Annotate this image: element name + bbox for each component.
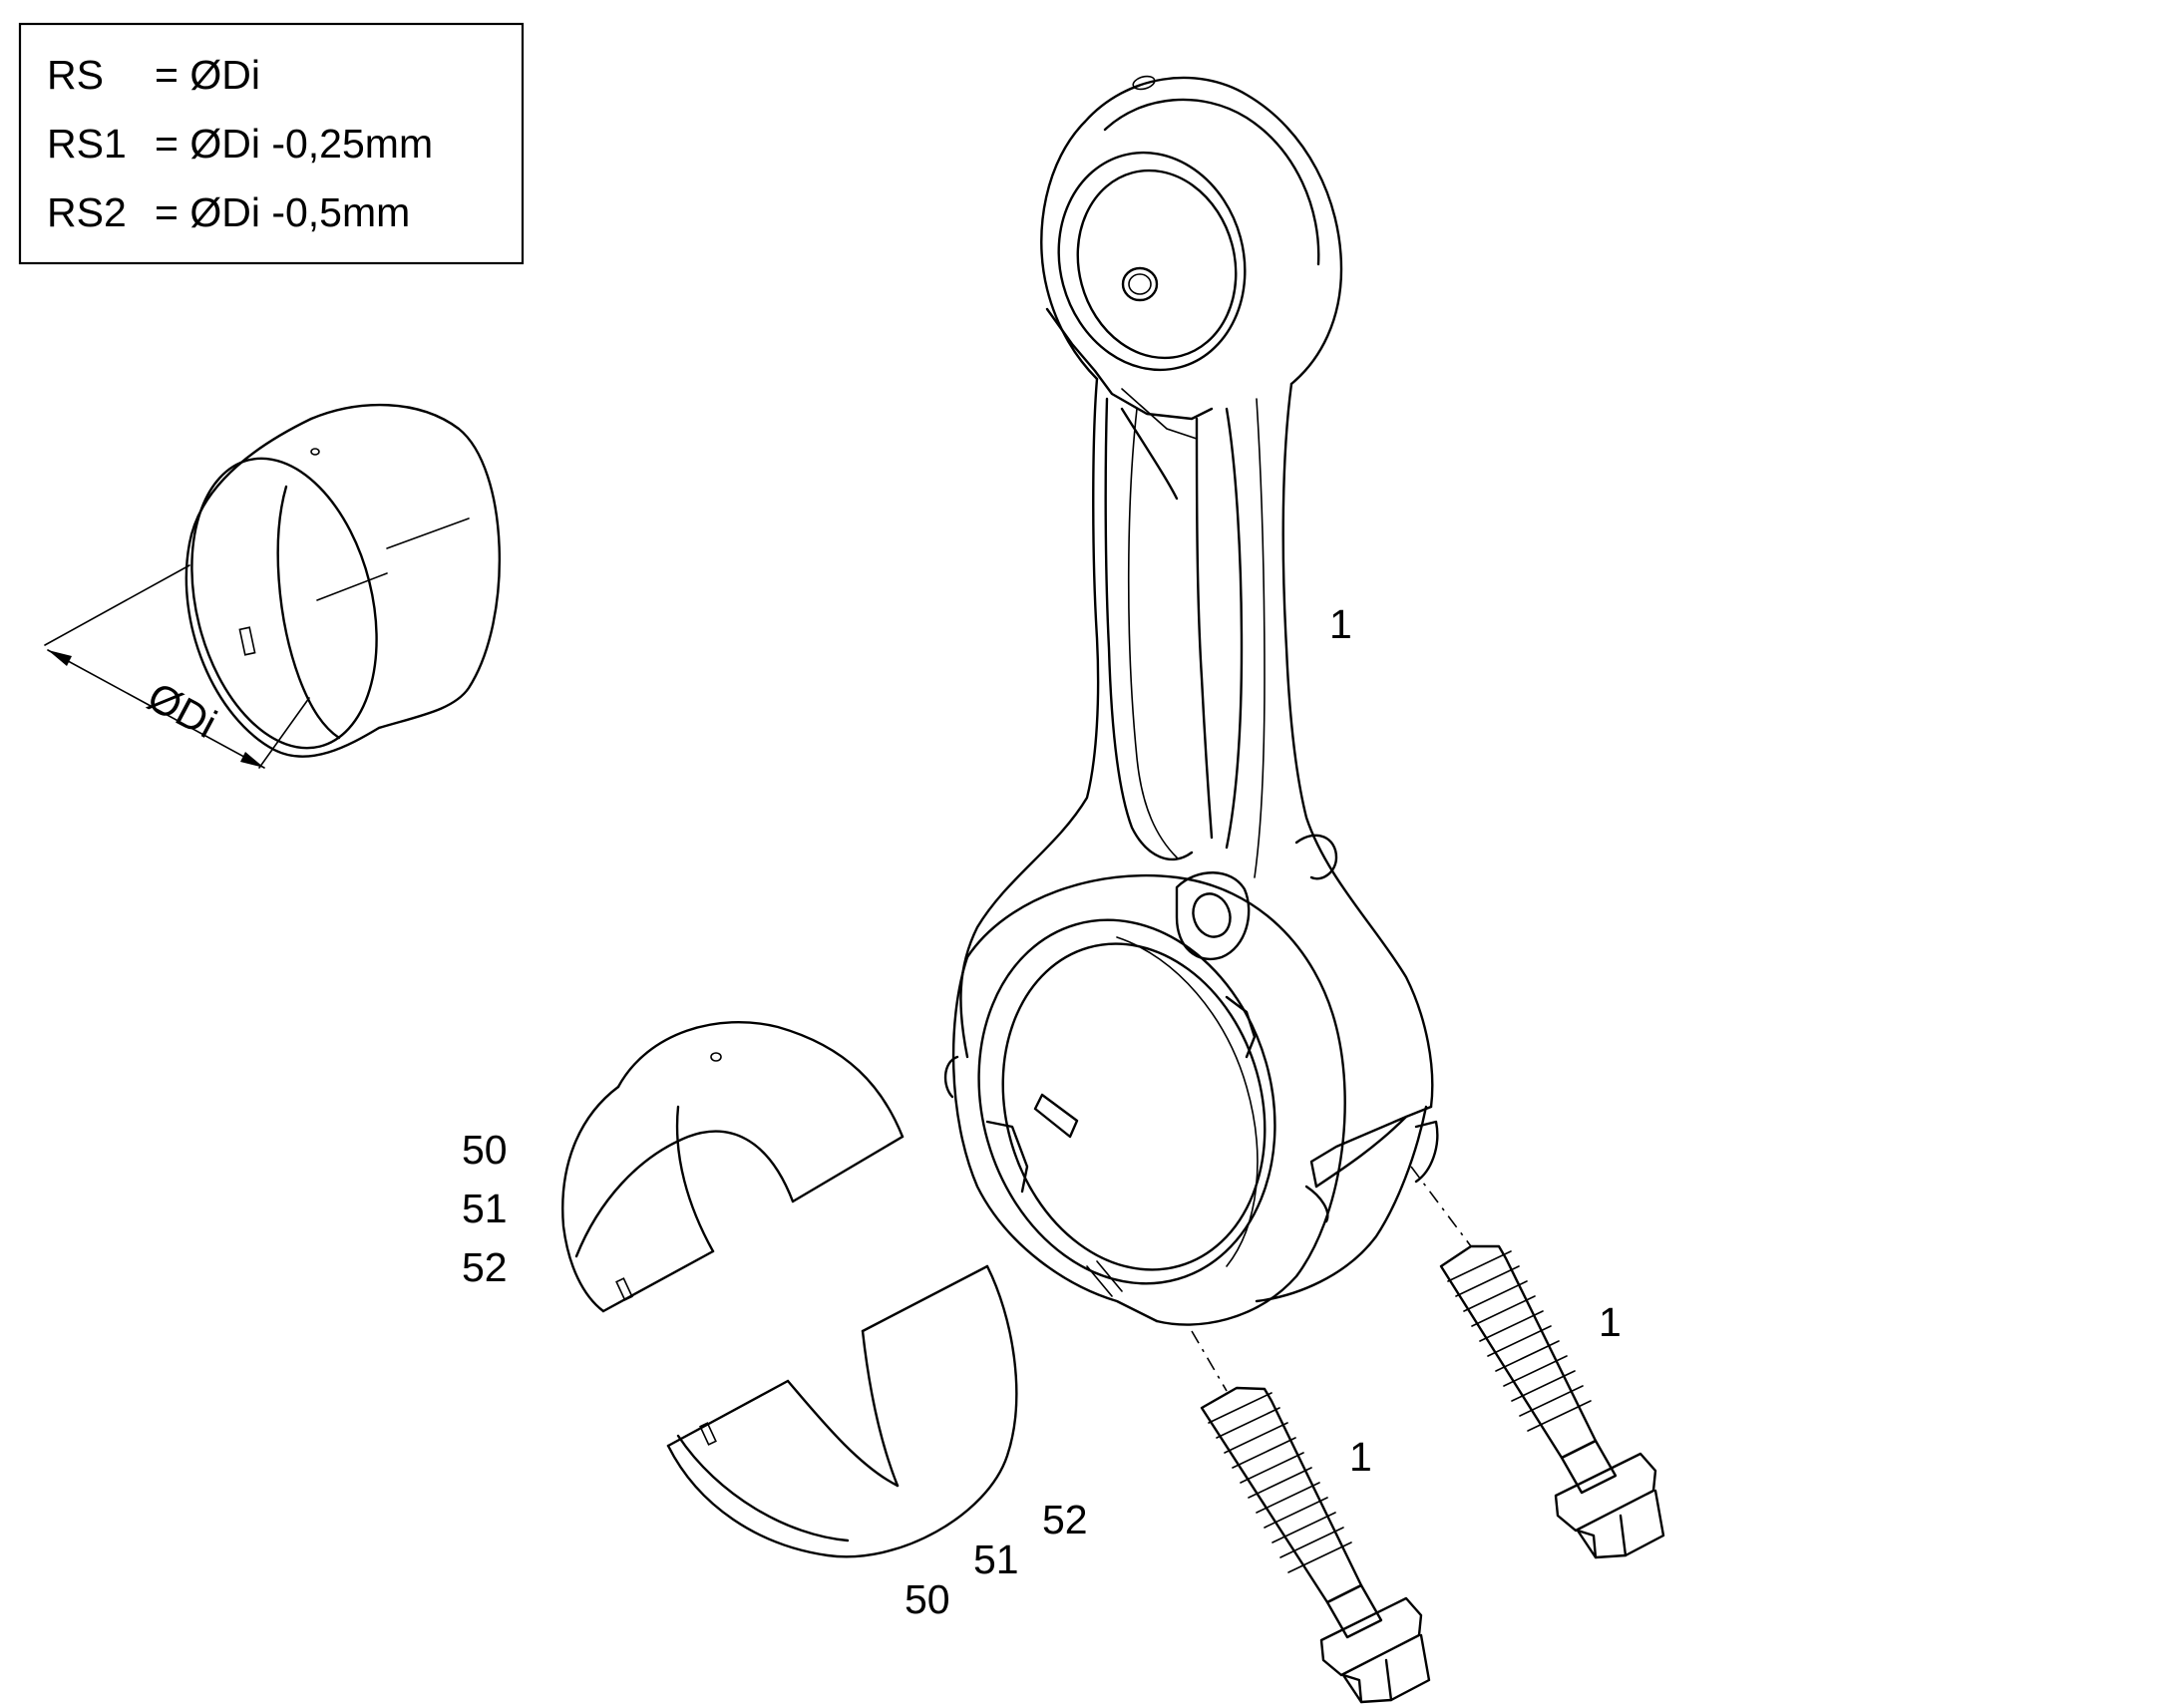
legend-code-rs: RS bbox=[47, 52, 104, 98]
legend-code-rs1: RS1 bbox=[47, 121, 127, 167]
connecting-rod-bolt-left bbox=[1191, 1330, 1431, 1704]
lower-bearing-shell bbox=[666, 1264, 1018, 1558]
callout-upper-shell-52: 52 bbox=[462, 1244, 508, 1290]
connecting-rod bbox=[943, 75, 1439, 1326]
legend-box: RS = ØDi RS1 = ØDi -0,25mm RS2 = ØDi -0,… bbox=[18, 22, 525, 265]
callout-lower-shell-52: 52 bbox=[1042, 1497, 1088, 1542]
upper-bearing-shell bbox=[561, 1021, 905, 1313]
legend-eq-rs2: = ØDi -0,5mm bbox=[155, 189, 410, 235]
legend-eq-rs1: = ØDi -0,25mm bbox=[155, 121, 433, 167]
callout-lower-shell-51: 51 bbox=[973, 1537, 1019, 1582]
callout-upper-shell-51: 51 bbox=[462, 1186, 508, 1231]
callout-lower-shell-50: 50 bbox=[905, 1576, 950, 1622]
callout-bolt-right: 1 bbox=[1599, 1299, 1622, 1345]
callout-bolt-left: 1 bbox=[1349, 1434, 1372, 1480]
connecting-rod-bolt-right bbox=[1410, 1166, 1665, 1559]
legend-code-rs2: RS2 bbox=[47, 189, 127, 235]
legend-eq-rs: = ØDi bbox=[155, 52, 260, 98]
dimension-label-odi: ØDi bbox=[141, 673, 224, 747]
bearing-ring: ØDi bbox=[44, 403, 502, 769]
callout-upper-shell-50: 50 bbox=[462, 1127, 508, 1173]
callout-rod: 1 bbox=[1329, 601, 1352, 647]
